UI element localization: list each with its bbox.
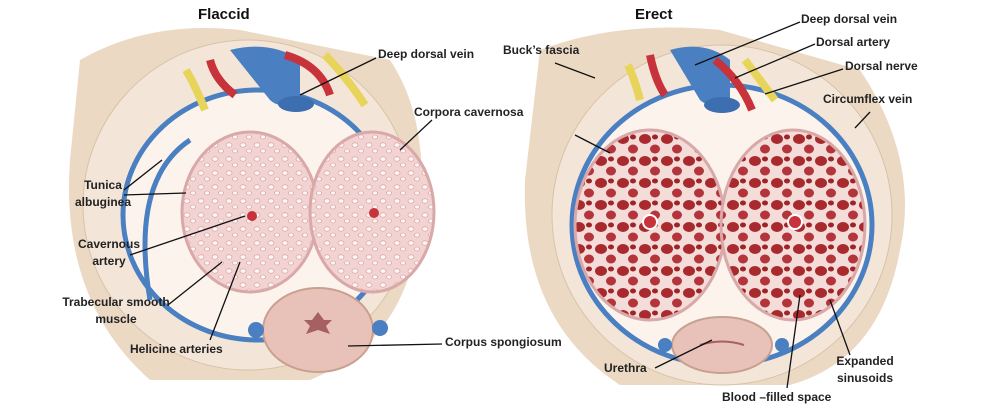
label-line: Trabecular smooth [62, 295, 170, 309]
label-dorsal-nerve: Dorsal nerve [845, 59, 918, 73]
title-erect: Erect [635, 6, 673, 23]
leader-lines [123, 21, 871, 389]
label-line: Tunica [84, 178, 122, 192]
label-cavernous-artery: Cavernous artery [74, 236, 144, 270]
label-deep-dorsal-vein-flaccid: Deep dorsal vein [378, 47, 475, 61]
label-corpora-cavernosa: Corpora cavernosa [414, 105, 524, 119]
label-blood-filled-space: Blood –filled space [722, 390, 832, 404]
label-circumflex-vein: Circumflex vein [823, 92, 913, 106]
label-deep-dorsal-vein-erect: Deep dorsal vein [801, 12, 898, 26]
label-corpus-spongiosum: Corpus spongiosum [445, 335, 562, 349]
label-line: albuginea [75, 195, 132, 209]
label-bucks-fascia: Buck’s fascia [503, 43, 580, 57]
urethra-region [671, 316, 773, 374]
label-tunica-albuginea: Tunica albuginea [75, 177, 131, 211]
label-expanded-sinusoids: Expanded sinusoids [830, 353, 900, 387]
erect-cross-section [524, 27, 905, 386]
flaccid-cross-section [69, 28, 436, 380]
label-urethra: Urethra [604, 361, 647, 375]
label-line: artery [92, 254, 126, 268]
label-dorsal-artery: Dorsal artery [816, 35, 891, 49]
label-line: sinusoids [836, 371, 893, 385]
label-line: Expanded [836, 354, 894, 368]
label-trabecular-smooth-muscle: Trabecular smooth muscle [60, 294, 172, 328]
label-line: Cavernous [77, 237, 141, 251]
title-flaccid: Flaccid [198, 6, 250, 23]
label-line: muscle [95, 312, 137, 326]
label-helicine-arteries: Helicine arteries [130, 342, 223, 356]
